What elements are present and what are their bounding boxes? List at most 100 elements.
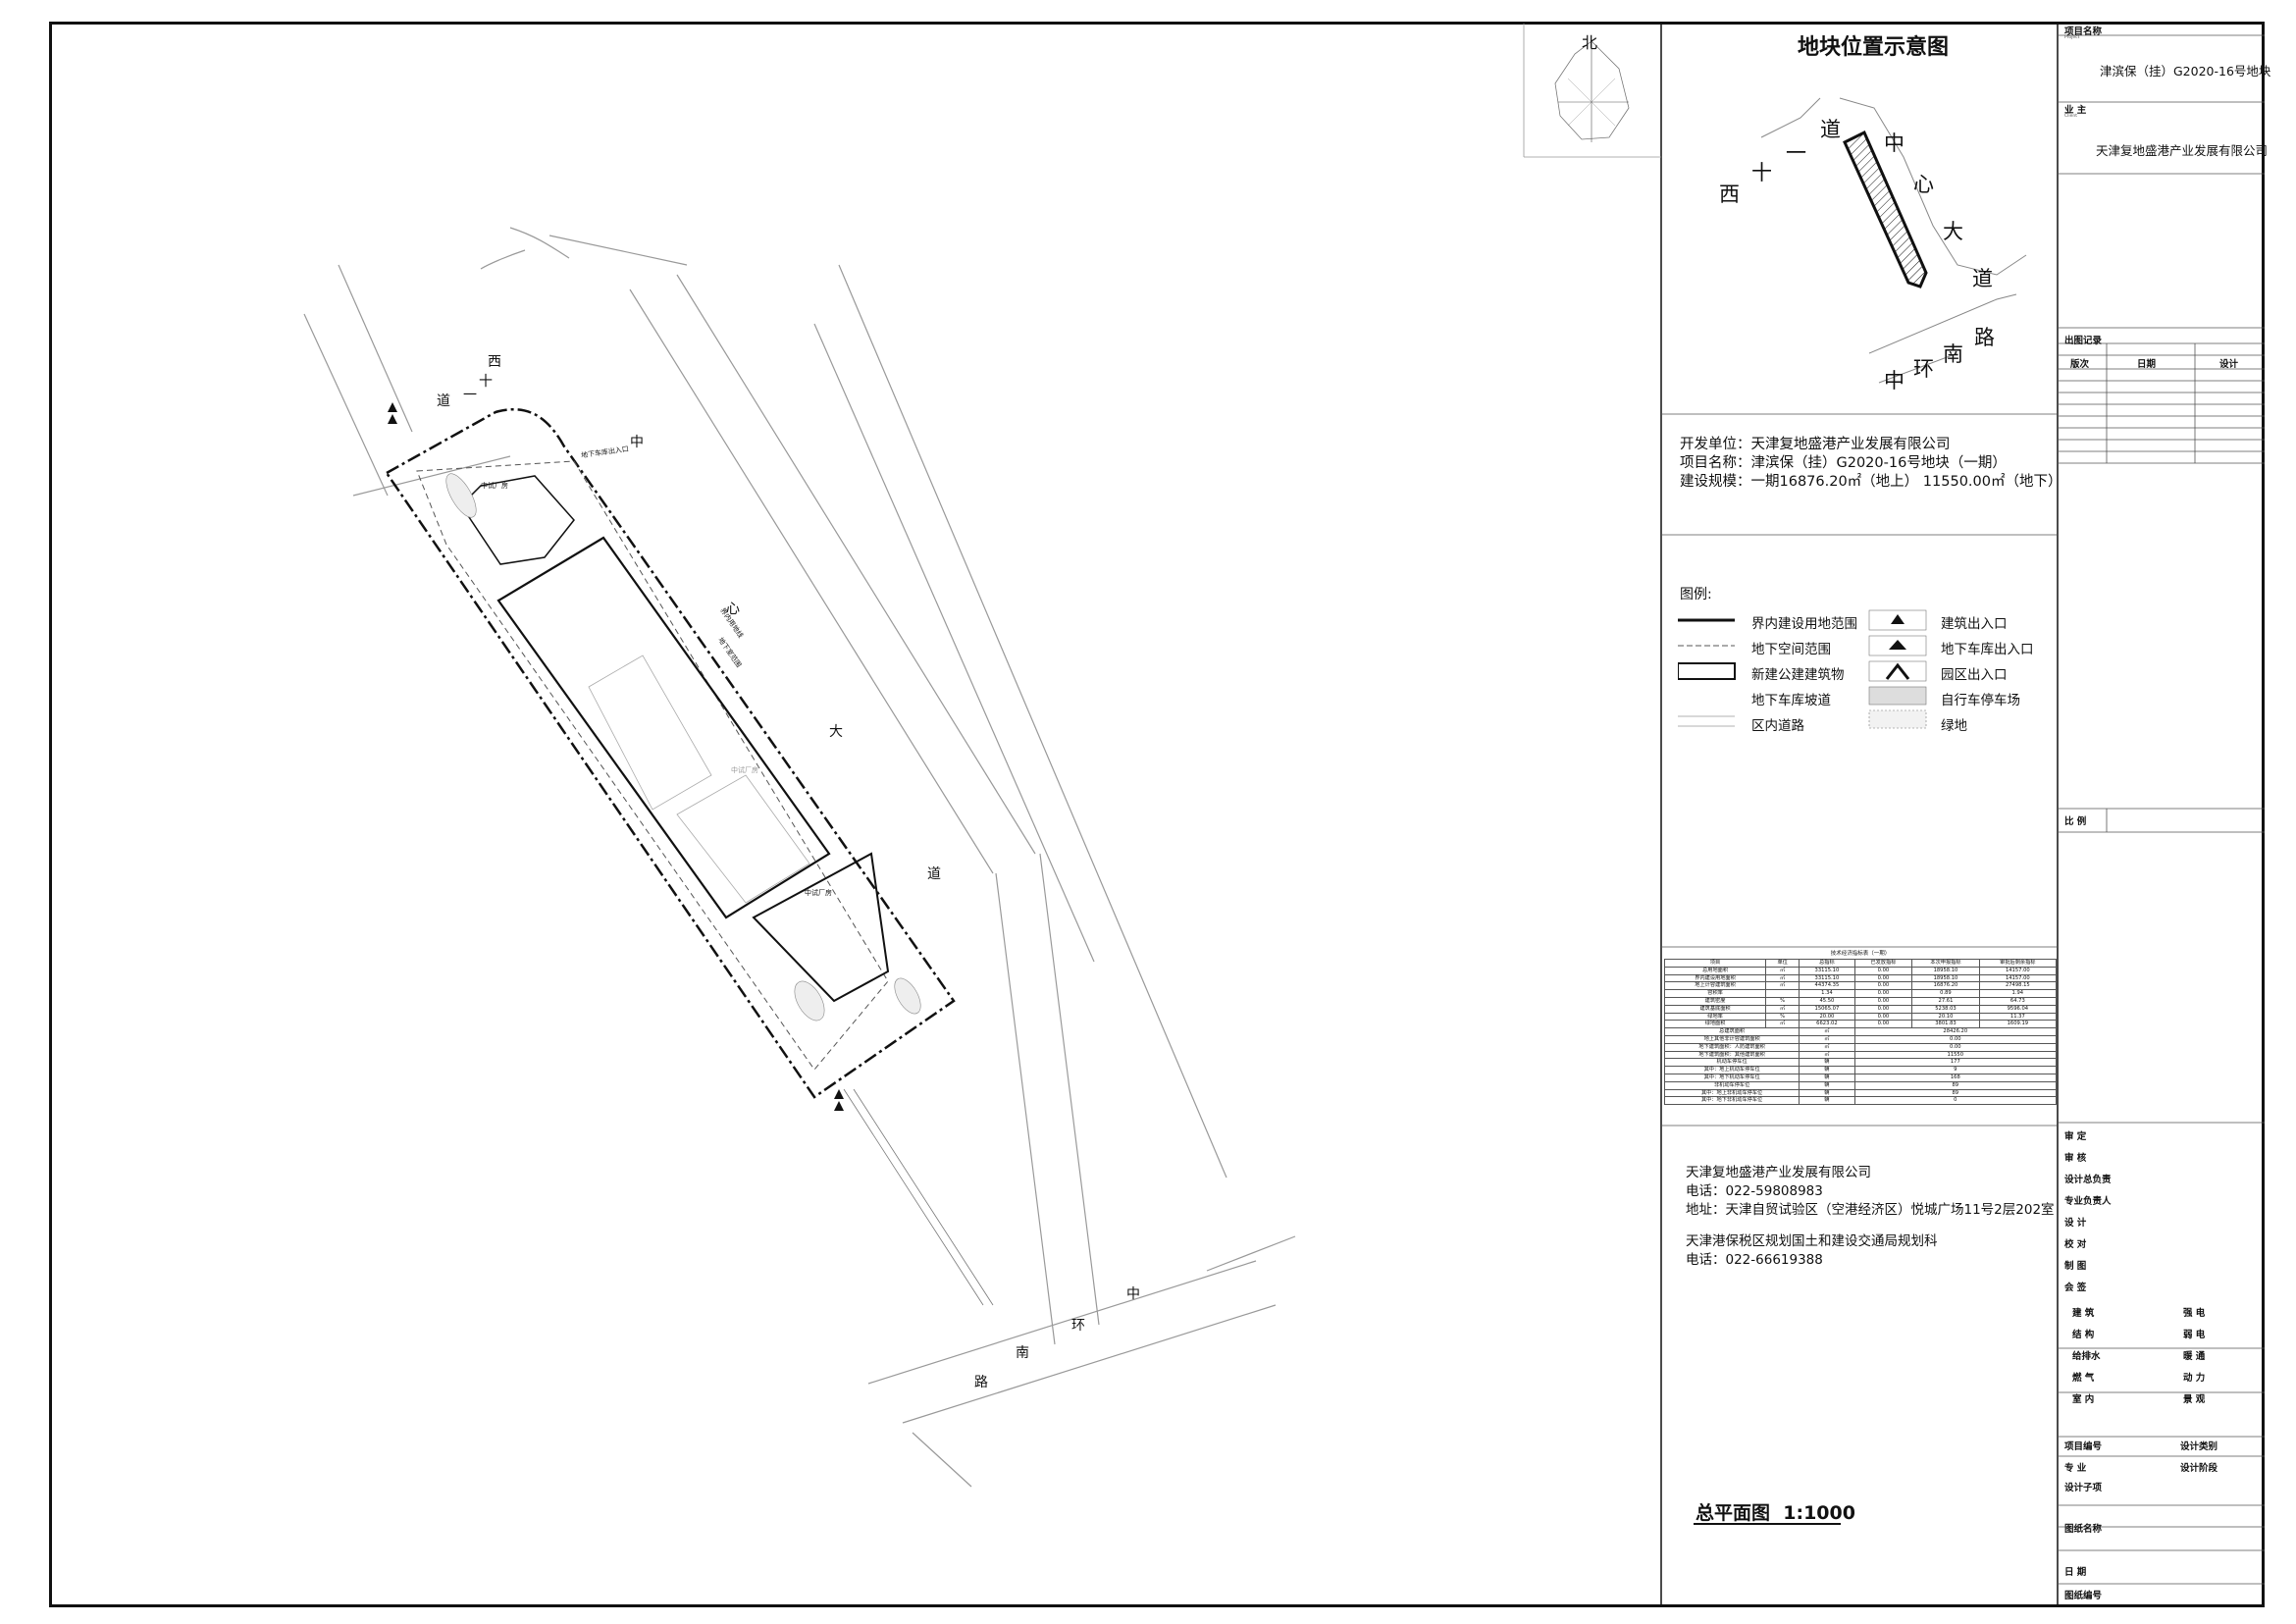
- table-cell: 地下建筑面积：人防建筑面积: [1663, 1042, 1800, 1052]
- site-road-west-2: 十: [479, 374, 493, 390]
- loc-road-center-3: 大: [1943, 220, 1963, 243]
- table-cell: 0.00: [1853, 1020, 1913, 1029]
- tb-signoff-right-2: 暖 通: [2183, 1351, 2206, 1362]
- site-road-south-3: 南: [1016, 1345, 1029, 1361]
- table-cell: ㎡: [1765, 981, 1800, 991]
- legend-left-2: 地下空间范围: [1751, 642, 1831, 657]
- table-cell: ㎡: [1799, 1027, 1855, 1036]
- tb-drawing-name-label: 图纸名称: [2064, 1524, 2103, 1535]
- road-lines: [303, 227, 1296, 1488]
- project-line: 项目名称：津滨保（挂）G2020-16号地块（一期）: [1680, 455, 2007, 471]
- tb-approval-4: 设 计: [2064, 1218, 2087, 1229]
- legend-left-3: 新建公建建筑物: [1751, 667, 1845, 683]
- tb-approval-7: 会 签: [2064, 1283, 2087, 1293]
- tb-subitem-label: 设计子项: [2064, 1483, 2103, 1493]
- table-cell: 机动车停车位: [1663, 1058, 1800, 1068]
- table-cell: 绿地率: [1663, 1012, 1767, 1022]
- table-cell: 18958.10: [1911, 966, 1980, 975]
- building-label-3: 中试厂房: [731, 766, 758, 774]
- tb-signoff-right-1: 弱 电: [2183, 1330, 2206, 1340]
- tb-drawing-no-label: 图纸编号: [2064, 1591, 2103, 1601]
- tb-approval-5: 校 对: [2064, 1239, 2087, 1250]
- site-road-center-2: 心: [726, 602, 740, 617]
- green-areas: [445, 473, 921, 1022]
- contact-phone2: 电话：022-66619388: [1686, 1252, 1823, 1268]
- tech-header-2: 总指标: [1799, 959, 1855, 968]
- tech-header-1: 单位: [1765, 959, 1800, 968]
- loc-road-west-1: 西: [1719, 183, 1740, 206]
- table-cell: 177: [1853, 1058, 2058, 1068]
- loc-road-south-2: 环: [1913, 357, 1934, 381]
- table-cell: ㎡: [1799, 1042, 1855, 1052]
- loc-road-south-1: 中: [1884, 369, 1905, 393]
- site-road-center-4: 道: [927, 866, 941, 882]
- site-boundary: [385, 407, 956, 1099]
- table-cell: 0.00: [1853, 973, 1913, 983]
- tb-rev-col-2: 日期: [2137, 359, 2157, 370]
- table-cell: 5238.03: [1911, 1004, 1980, 1014]
- main-title: 总平面图 1:1000: [1696, 1502, 1855, 1524]
- table-cell: 地下建筑面积：其他建筑面积: [1663, 1050, 1800, 1060]
- loc-road-center-2: 心: [1913, 173, 1934, 196]
- table-cell: 0.00: [1853, 1004, 1913, 1014]
- location-map-title: 地块位置示意图: [1798, 35, 1950, 60]
- table-cell: 界内建设用地面积: [1663, 973, 1767, 983]
- table-cell: 总建筑面积: [1663, 1027, 1800, 1036]
- tb-signoff-left-0: 建 筑: [2072, 1308, 2095, 1319]
- table-cell: [1765, 989, 1800, 998]
- location-map: [1760, 97, 2027, 384]
- site-road-south-2: 环: [1071, 1318, 1085, 1334]
- table-cell: ㎡: [1799, 1050, 1855, 1060]
- tb-bottom-left-1: 专 业: [2064, 1463, 2087, 1474]
- table-cell: 总用地面积: [1663, 966, 1767, 975]
- table-cell: 0.00: [1853, 966, 1913, 975]
- tb-bottom-right-0: 设计类别: [2180, 1441, 2218, 1452]
- table-cell: ㎡: [1765, 966, 1800, 975]
- table-cell: 33115.10: [1799, 966, 1855, 975]
- site-road-west-3: 一: [463, 388, 477, 403]
- loc-road-west-2: 十: [1751, 161, 1772, 184]
- tb-signoff-left-4: 室 内: [2072, 1394, 2095, 1405]
- table-cell: 28426.20: [1853, 1027, 2058, 1036]
- table-cell: 辆: [1799, 1096, 1855, 1106]
- tb-signoff-right-3: 动 力: [2183, 1373, 2206, 1384]
- table-cell: 地上其他非计容建筑面积: [1663, 1034, 1800, 1044]
- table-cell: 容积率: [1663, 989, 1767, 998]
- building-label-2: 中试厂房: [805, 889, 832, 897]
- legend-right-1: 建筑出入口: [1941, 616, 2008, 632]
- underground-range: [416, 460, 889, 1071]
- table-cell: 6623.02: [1799, 1020, 1855, 1029]
- table-cell: 9596.04: [1978, 1004, 2058, 1014]
- table-cell: 9: [1853, 1066, 2058, 1074]
- table-cell: 辆: [1799, 1058, 1855, 1068]
- contact-company: 天津复地盛港产业发展有限公司: [1686, 1165, 1871, 1180]
- table-cell: 45.50: [1799, 996, 1855, 1006]
- north-arrow: [1523, 24, 1661, 158]
- tb-approval-3: 专业负责人: [2064, 1196, 2112, 1207]
- tech-table-caption: 技术经济指标表（一期）: [1830, 951, 1891, 957]
- table-cell: 绿地面积: [1663, 1020, 1767, 1029]
- tb-client: 天津复地盛港产业发展有限公司: [2096, 143, 2269, 158]
- tb-bottom-left-0: 项目编号: [2064, 1441, 2103, 1452]
- legend-title: 图例:: [1680, 587, 1712, 602]
- table-cell: 44374.35: [1799, 981, 1855, 991]
- tb-signoff-right-0: 强 电: [2183, 1308, 2206, 1319]
- table-cell: 15065.07: [1799, 1004, 1855, 1014]
- table-cell: 辆: [1799, 1088, 1855, 1098]
- site-road-center-3: 大: [829, 724, 843, 740]
- tech-header-3: 已发放指标: [1853, 959, 1913, 968]
- loc-road-west-4: 道: [1820, 118, 1841, 141]
- table-cell: 建筑基底面积: [1663, 1004, 1767, 1014]
- table-cell: 14157.00: [1978, 973, 2058, 983]
- site-road-center-1: 中: [630, 435, 644, 450]
- table-cell: 33115.10: [1799, 973, 1855, 983]
- table-cell: 11.37: [1978, 1012, 2058, 1022]
